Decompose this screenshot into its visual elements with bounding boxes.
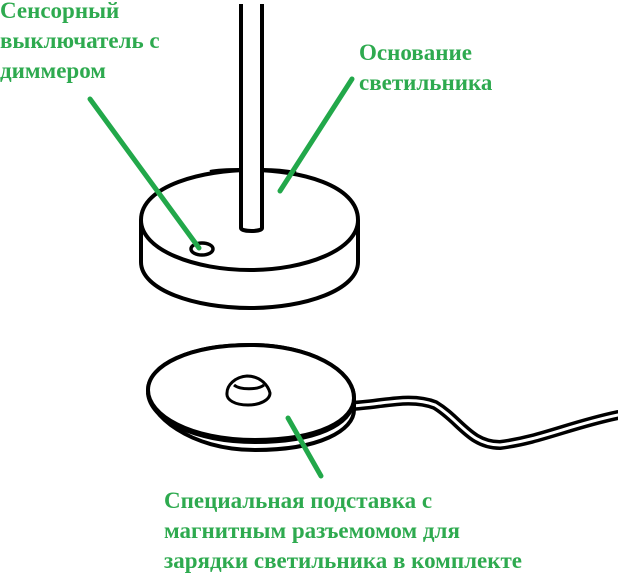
charging-stand-label-line-2: магнитным разъемомом для	[164, 518, 460, 543]
touch-switch-label: Сенсорный выключатель с диммером	[0, 0, 160, 86]
lamp-base-label: Основание светильника	[359, 38, 492, 98]
lamp-base-label-line-2: светильника	[359, 70, 493, 95]
charging-stand-label: Специальная подставка с магнитным разъем…	[164, 486, 522, 576]
charging-stand-pointer	[285, 415, 324, 479]
lamp-base-icon	[139, 167, 360, 311]
touch-switch-label-line-1: Сенсорный	[0, 0, 120, 23]
charging-stand-label-line-3: зарядки светильника в комплекте	[164, 548, 522, 573]
touch-switch-label-line-2: выключатель с	[0, 28, 160, 53]
touch-switch-label-line-3: диммером	[0, 58, 106, 83]
lamp-pole-icon	[209, 0, 297, 233]
charging-stand-label-line-1: Специальная подставка с	[164, 488, 433, 513]
lamp-base-label-line-1: Основание	[359, 40, 472, 65]
charging-stand-icon	[145, 342, 357, 453]
power-cord-icon	[345, 395, 618, 451]
lamp-base-pointer	[277, 76, 355, 194]
touch-switch-pointer	[87, 96, 202, 251]
pointer-lines	[87, 76, 355, 479]
